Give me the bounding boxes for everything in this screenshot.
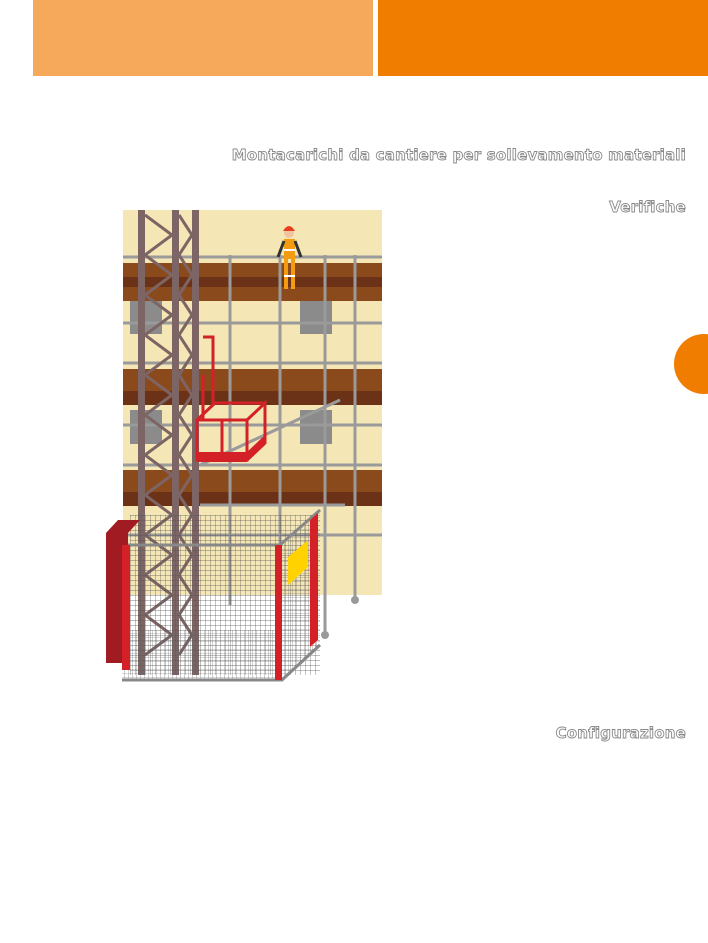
page-title: Montacarichi da cantiere per sollevament…	[231, 146, 686, 165]
hoist-scaffold-illustration	[106, 210, 382, 682]
worker-figure	[276, 226, 303, 289]
section-heading-verifiche: Verifiche	[609, 198, 686, 217]
scaffold-deck-middle	[123, 369, 382, 405]
hoist-platform	[195, 335, 267, 462]
chapter-tab-marker[interactable]	[674, 334, 708, 394]
window	[300, 300, 332, 334]
scaffold-deck-bottom	[123, 470, 382, 506]
section-heading-configurazione: Configurazione	[555, 724, 686, 743]
header-band-right	[378, 0, 708, 76]
hoist-base-enclosure	[106, 508, 322, 682]
warning-sign	[288, 540, 308, 585]
header-band-left	[33, 0, 373, 76]
window	[130, 300, 162, 334]
